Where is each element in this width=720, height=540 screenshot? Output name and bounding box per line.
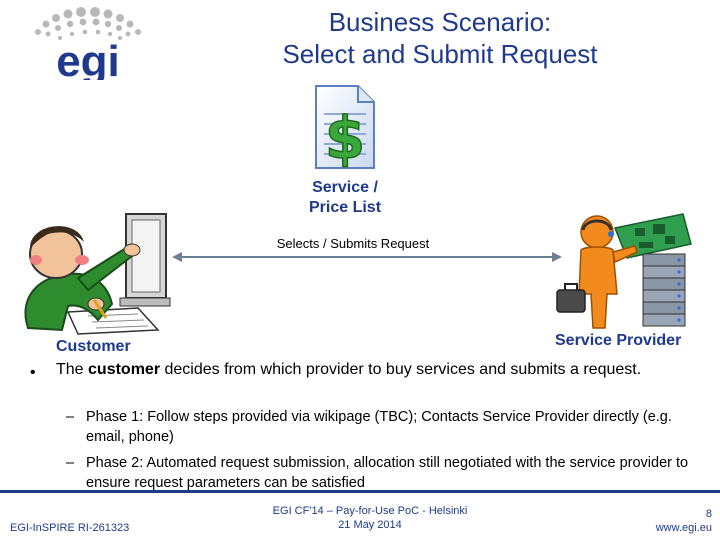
service-provider-illustration xyxy=(556,213,692,329)
logo-text: egi xyxy=(56,37,120,80)
customer-label: Customer xyxy=(56,338,131,355)
page-number: 8 xyxy=(705,508,712,520)
main-bullet-text: The customer decides from which provider… xyxy=(56,361,642,378)
footer-project-id: EGI-InSPIRE RI-261323 xyxy=(10,522,130,534)
service-provider-label: Service Provider xyxy=(555,332,682,349)
slide-header: egi Business Scenario: Select and Submit… xyxy=(0,0,720,88)
title-line-1: Business Scenario: xyxy=(328,7,552,37)
footer-event: EGI CF'14 – Pay-for-Use PoC - Helsinki 2… xyxy=(272,505,468,531)
price-list-label: Service / Price List xyxy=(308,179,382,216)
title-line-2: Select and Submit Request xyxy=(282,39,598,69)
customer-illustration xyxy=(24,213,171,335)
svg-text:$: $ xyxy=(325,104,365,172)
price-list-document-icon: $ xyxy=(315,85,375,172)
selects-submits-label: Selects / Submits Request xyxy=(276,236,430,251)
bullet-icon: • xyxy=(30,364,36,381)
double-arrow-icon xyxy=(172,252,562,262)
footer-url[interactable]: www.egi.eu xyxy=(655,522,712,534)
egi-logo: egi xyxy=(35,7,141,80)
page-title: Business Scenario: Select and Submit Req… xyxy=(185,6,695,70)
footer-divider xyxy=(0,490,720,493)
